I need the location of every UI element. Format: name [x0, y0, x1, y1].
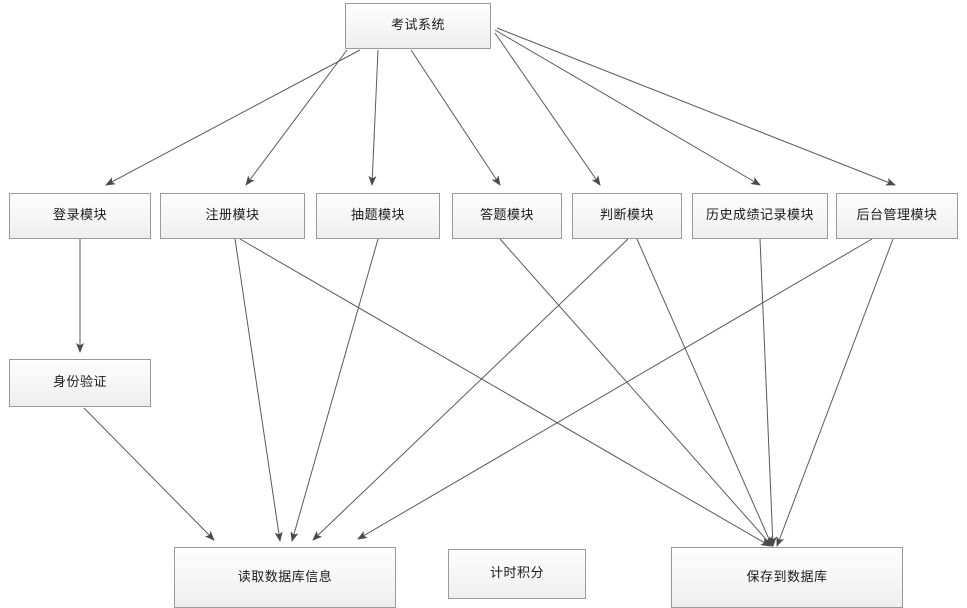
node-label-admin: 后台管理模块	[856, 208, 938, 224]
edge-root-to-history	[494, 29, 761, 186]
node-login[interactable]: 登录模块	[9, 193, 151, 239]
edge-history-to-savedb	[759, 238, 777, 547]
edge-root-to-draw	[368, 49, 379, 186]
connector-group	[76, 27, 896, 547]
node-root[interactable]: 考试系统	[345, 3, 491, 49]
node-label-judge: 判断模块	[599, 208, 654, 224]
node-admin[interactable]: 后台管理模块	[836, 193, 958, 239]
node-label-auth: 身份验证	[52, 375, 107, 391]
node-label-draw: 抽题模块	[350, 208, 405, 224]
node-label-savedb: 保存到数据库	[746, 569, 828, 585]
node-label-answer: 答题模块	[479, 208, 534, 224]
node-auth[interactable]: 身份验证	[9, 359, 151, 407]
node-label-login: 登录模块	[52, 208, 107, 224]
edge-answer-to-savedb	[499, 238, 773, 547]
node-history[interactable]: 历史成绩记录模块	[692, 193, 828, 239]
node-answer[interactable]: 答题模块	[452, 193, 562, 239]
node-label-history: 历史成绩记录模块	[705, 208, 814, 224]
node-draw[interactable]: 抽题模块	[316, 193, 440, 239]
node-label-register: 注册模块	[205, 208, 260, 224]
edge-draw-to-readdb	[290, 238, 379, 542]
node-savedb[interactable]: 保存到数据库	[671, 547, 903, 608]
edge-register-to-savedb	[239, 238, 771, 547]
node-label-root: 考试系统	[390, 18, 445, 34]
edge-root-to-answer	[410, 49, 501, 186]
edge-root-to-login	[105, 49, 361, 186]
node-label-score: 计时积分	[489, 566, 544, 582]
edge-root-to-admin	[496, 27, 896, 186]
edge-root-to-register	[245, 49, 348, 186]
node-label-readdb: 读取数据库信息	[237, 569, 333, 585]
edge-root-to-judge	[494, 32, 601, 186]
node-register[interactable]: 注册模块	[160, 193, 305, 239]
edge-register-to-readdb	[234, 238, 283, 542]
node-judge[interactable]: 判断模块	[572, 193, 682, 239]
edge-judge-to-savedb	[636, 238, 773, 547]
node-readdb[interactable]: 读取数据库信息	[174, 547, 396, 608]
edge-admin-to-savedb	[776, 238, 894, 547]
edge-auth-to-readdb	[83, 407, 215, 541]
edge-judge-to-readdb	[312, 238, 629, 541]
node-score[interactable]: 计时积分	[448, 549, 586, 599]
edge-admin-to-readdb	[357, 238, 873, 540]
